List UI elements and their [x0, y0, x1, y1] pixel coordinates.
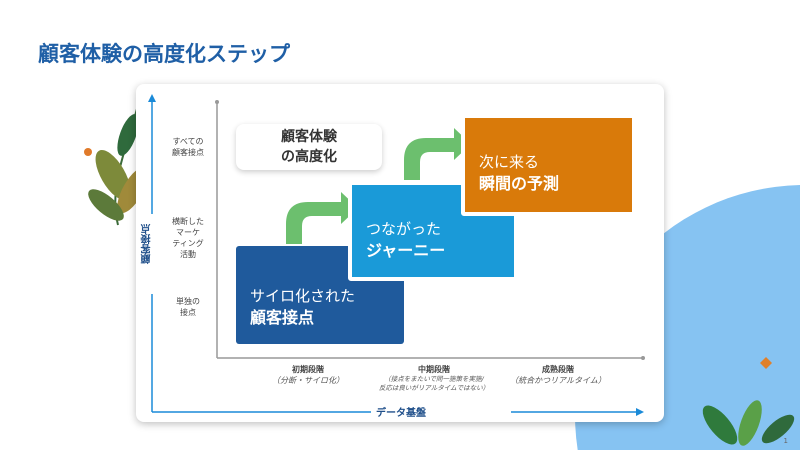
x-stage: 初期段階 （分断・サイロ化） [228, 364, 388, 386]
stage-name: 初期段階 [292, 365, 324, 374]
stage-name: 成熟段階 [542, 365, 574, 374]
y-axis-label: 顧客接点 [142, 224, 153, 264]
leaf-decoration-icon [702, 357, 795, 446]
x-stage: 中期段階（接点をまたいで同一施策を実施/ 反応は良いがリアルタイムではない） [354, 364, 514, 393]
stage-desc: （統合かつリアルタイム） [510, 376, 606, 385]
step-line1: 次に来る [479, 153, 540, 171]
diagram-card: 顧客接点 すべての 顧客接点 横断した マーケ ティング 活動 単独の 接点 サ… [136, 84, 664, 422]
step-line1: つながった [366, 220, 442, 238]
step-line2: 瞬間の予測 [479, 174, 560, 193]
step-arrow-icon [286, 192, 358, 244]
page-title: 顧客体験の高度化ステップ [38, 42, 290, 66]
x-axis-label: データ基盤 [376, 408, 426, 419]
step-line1: サイロ化された [250, 287, 356, 305]
step-line2: 顧客接点 [250, 308, 315, 327]
step-arrow-icon [404, 128, 471, 180]
page-number: 1 [783, 437, 788, 445]
callout-label: 顧客体験 の高度化 [236, 124, 382, 170]
leaf-decoration-icon [84, 104, 149, 226]
x-stage: 成熟段階 （統合かつリアルタイム） [478, 364, 638, 386]
stage-desc: （接点をまたいで同一施策を実施/ 反応は良いがリアルタイムではない） [378, 375, 490, 392]
axes [148, 94, 645, 416]
y-level-label: 横断した マーケ ティング 活動 [172, 217, 204, 259]
stage-desc: （分断・サイロ化） [272, 376, 344, 385]
butterfly-icon [760, 357, 772, 369]
step-prediction: 次に来る瞬間の予測 [461, 114, 636, 216]
y-level-label: すべての 顧客接点 [172, 137, 204, 157]
y-level-label: 単独の 接点 [176, 297, 200, 317]
step-line2: ジャーニー [366, 241, 446, 260]
stage-name: 中期段階 [418, 365, 450, 374]
